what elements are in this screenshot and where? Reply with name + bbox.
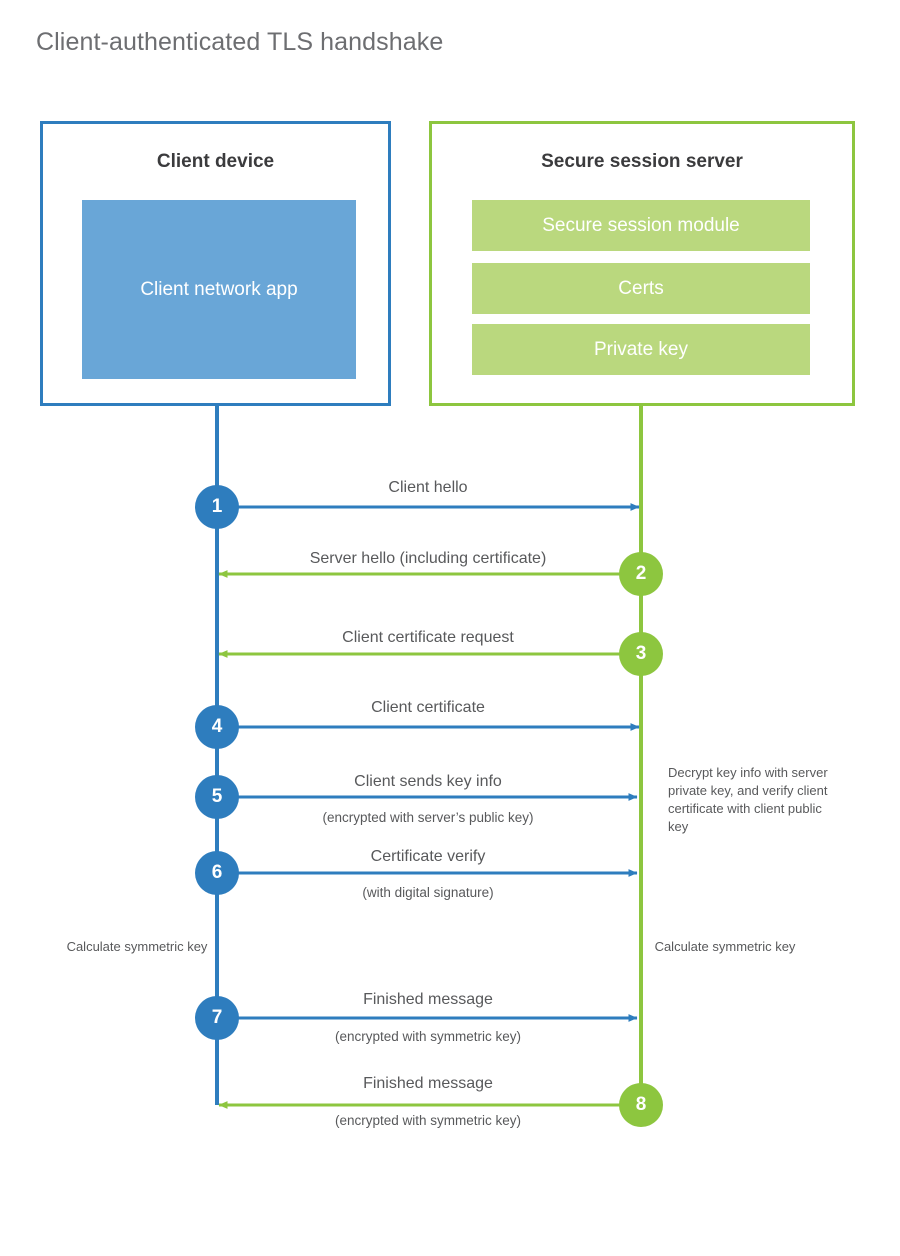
server-module-certs: Certs: [472, 263, 810, 314]
step-2-number[interactable]: 2: [619, 552, 663, 596]
step-6-label: Certificate verify: [370, 848, 486, 865]
step-4-number[interactable]: 4: [195, 705, 239, 749]
step-5-sublabel: (encrypted with server’s public key): [322, 810, 534, 825]
step-5-number[interactable]: 5: [195, 775, 239, 819]
step-8-sublabel: (encrypted with symmetric key): [334, 1113, 522, 1128]
step-4-label: Client certificate: [371, 699, 485, 716]
page-title: Client-authenticated TLS handshake: [36, 28, 444, 56]
server-module-private-key: Private key: [472, 324, 810, 375]
step-6-number[interactable]: 6: [195, 851, 239, 895]
step-7-sublabel: (encrypted with symmetric key): [334, 1029, 522, 1044]
step-3-number[interactable]: 3: [619, 632, 663, 676]
secure-session-server-box: Secure session server Secure session mod…: [429, 121, 855, 406]
step-6-sublabel: (with digital signature): [362, 885, 494, 900]
secure-session-server-title: Secure session server: [541, 151, 743, 172]
step-8-number[interactable]: 8: [619, 1083, 663, 1127]
step-3-label: Client certificate request: [342, 629, 514, 646]
server-calculate-symmetric-key-note: Calculate symmetric key: [654, 939, 796, 954]
step-1-label: Client hello: [388, 479, 468, 496]
step-8-label: Finished message: [363, 1075, 493, 1092]
client-calculate-symmetric-key-note: Calculate symmetric key: [66, 939, 208, 954]
step-1-number[interactable]: 1: [195, 485, 239, 529]
client-device-title: Client device: [156, 151, 275, 172]
step-5-label: Client sends key info: [354, 773, 502, 790]
server-module-secure-session-module: Secure session module: [472, 200, 810, 251]
client-device-box: Client device Client network app: [40, 121, 391, 406]
server-decrypt-note: Decrypt key info with server private key…: [668, 765, 828, 834]
step-7-number[interactable]: 7: [195, 996, 239, 1040]
step-2-label: Server hello (including certificate): [309, 550, 547, 567]
step-7-label: Finished message: [363, 991, 493, 1008]
client-network-app-block: Client network app: [82, 200, 356, 379]
